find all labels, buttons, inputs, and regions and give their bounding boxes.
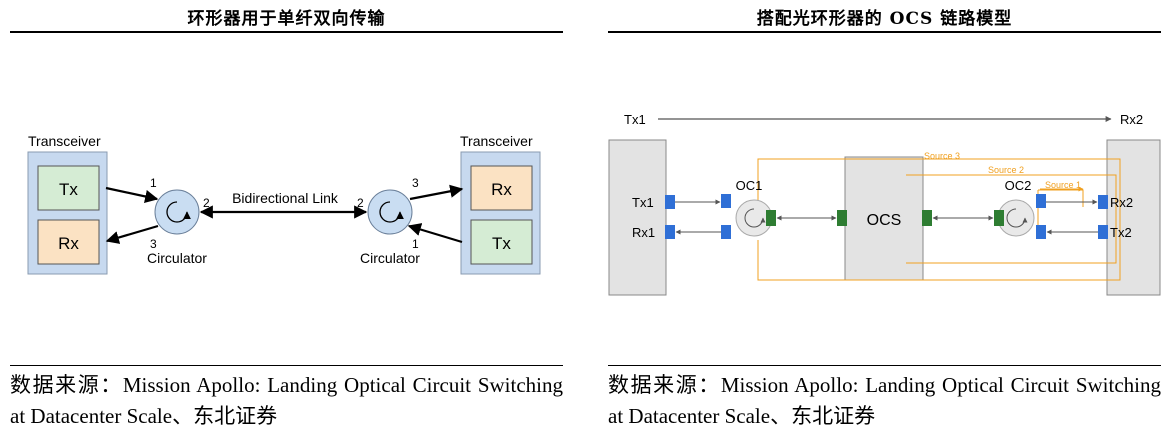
rx-left-box bbox=[37, 219, 100, 265]
right-panel-title: 搭配光环形器的 OCS 链路模型 bbox=[756, 9, 1013, 29]
circulator-to-rx-right-arrow bbox=[409, 184, 464, 201]
left-source-note: 数据来源：Mission Apollo: Landing Optical Cir… bbox=[10, 373, 563, 428]
tx-right-to-circulator-arrow bbox=[407, 223, 463, 244]
ocs-link-diagram: Tx1 Rx2 OCS Source 3 Source 2 Source 1 O… bbox=[608, 112, 1161, 296]
circulator-left bbox=[154, 189, 200, 235]
circulator-left-port-3: 3 bbox=[150, 237, 157, 251]
circulator-right-port-2: 2 bbox=[357, 196, 364, 210]
circulator-right-label: Circulator bbox=[360, 250, 420, 266]
oc1-port-1 bbox=[721, 194, 731, 208]
left-panel: 环形器用于单纤双向传输 Transceiver Tx Rx Transceive… bbox=[10, 0, 563, 437]
oc1-label: OC1 bbox=[736, 178, 763, 193]
oc1-port-2 bbox=[766, 210, 776, 226]
tx-right-box bbox=[470, 219, 533, 265]
left-panel-title: 环形器用于单纤双向传输 bbox=[187, 9, 386, 29]
source-3-label: Source 3 bbox=[924, 151, 960, 161]
tx-right-label: Tx bbox=[492, 234, 511, 253]
top-rx2-label: Rx2 bbox=[1120, 112, 1143, 127]
transceiver-right-label: Transceiver bbox=[460, 133, 533, 149]
oc2-port-2 bbox=[994, 210, 1004, 226]
rx1-port bbox=[665, 225, 675, 239]
right-end-box bbox=[1106, 139, 1161, 296]
right-title-rule bbox=[608, 31, 1161, 33]
right-source-note: 数据来源：Mission Apollo: Landing Optical Cir… bbox=[608, 373, 1161, 428]
circulator-to-rx-left-arrow bbox=[105, 224, 159, 244]
tx2-label: Tx2 bbox=[1110, 225, 1132, 240]
circulator-left-rotation-icon bbox=[166, 201, 191, 223]
oc2-port-3 bbox=[1036, 194, 1046, 208]
tx-left-box bbox=[37, 165, 100, 211]
oc1-port-3 bbox=[721, 225, 731, 239]
circulator-right bbox=[367, 189, 413, 235]
circulator-left-label: Circulator bbox=[147, 250, 207, 266]
ocs-left-port bbox=[837, 210, 847, 226]
source-1-label: Source 1 bbox=[1045, 180, 1081, 190]
bidirectional-link-label: Bidirectional Link bbox=[232, 190, 339, 206]
circulator-left-port-1: 1 bbox=[150, 176, 157, 190]
circulator-diagram: Transceiver Tx Rx Transceiver Rx Tx Circ… bbox=[27, 133, 541, 275]
rx2-port bbox=[1098, 195, 1108, 209]
source-2-label: Source 2 bbox=[988, 165, 1024, 175]
rx-right-label: Rx bbox=[491, 180, 512, 199]
rx1-label: Rx1 bbox=[632, 225, 655, 240]
circulator-left-port-2: 2 bbox=[203, 196, 210, 210]
source-3-path bbox=[757, 158, 1121, 281]
right-panel: 搭配光环形器的 OCS 链路模型 Tx1 Rx2 OCS Source 3 So… bbox=[608, 0, 1161, 437]
ocs-label: OCS bbox=[867, 212, 902, 229]
rx2-label: Rx2 bbox=[1110, 195, 1133, 210]
left-end-box bbox=[608, 139, 667, 296]
rx-right-box bbox=[470, 165, 533, 211]
left-bottom-rule bbox=[10, 365, 563, 366]
left-title-rule bbox=[10, 31, 563, 33]
transceiver-left-label: Transceiver bbox=[28, 133, 101, 149]
circulator-right-port-3: 3 bbox=[412, 176, 419, 190]
oc2-port-1 bbox=[1036, 225, 1046, 239]
oc1-rotation-icon bbox=[744, 208, 766, 228]
tx1-port bbox=[665, 195, 675, 209]
circulator-right-rotation-icon bbox=[379, 201, 404, 223]
oc2-label: OC2 bbox=[1005, 178, 1032, 193]
circulator-right-port-1: 1 bbox=[412, 237, 419, 251]
tx-left-to-circulator-arrow bbox=[105, 186, 159, 203]
source-2-path bbox=[906, 174, 1117, 264]
tx-left-label: Tx bbox=[59, 180, 78, 199]
right-bottom-rule bbox=[608, 365, 1161, 366]
tx2-port bbox=[1098, 225, 1108, 239]
top-tx1-label: Tx1 bbox=[624, 112, 646, 127]
rx-left-label: Rx bbox=[58, 234, 79, 253]
tx1-label: Tx1 bbox=[632, 195, 654, 210]
ocs-right-port bbox=[922, 210, 932, 226]
oc2-rotation-icon bbox=[1006, 208, 1028, 228]
